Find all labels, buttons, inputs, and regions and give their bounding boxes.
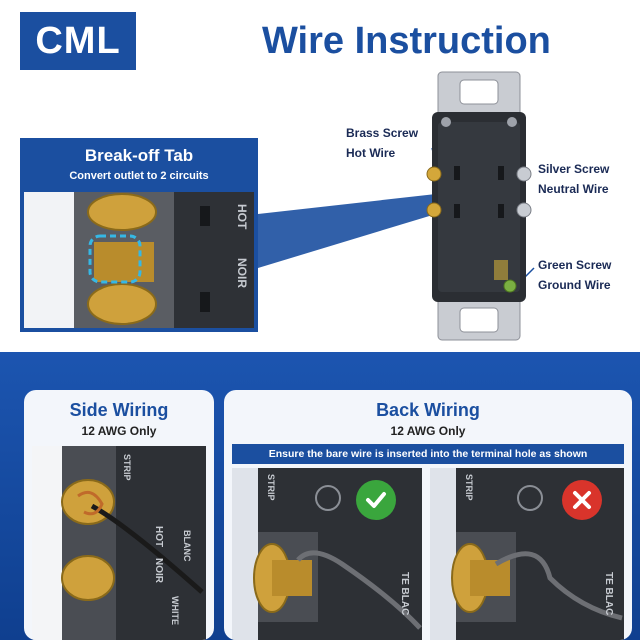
top-section: CML Wire Instruction B — [20, 12, 612, 341]
side-hot-label: HOT — [153, 526, 164, 547]
check-icon — [356, 480, 396, 520]
back-wiring-incorrect-photo: STRIP TE BLAC — [430, 468, 624, 640]
back-incorrect-strip-label: STRIP — [464, 474, 474, 501]
hot-wire-label: Hot Wire — [346, 146, 396, 160]
back-wiring-incorrect-closeup: STRIP TE BLAC — [430, 468, 624, 640]
back-wiring-subtitle: 12 AWG Only — [390, 424, 466, 438]
back-correct-strip-label: STRIP — [266, 474, 276, 501]
back-wiring-title: Back Wiring — [376, 400, 480, 420]
ground-wire-label: Ground Wire — [538, 278, 611, 292]
break-off-hot-label: HOT — [235, 204, 249, 230]
bottom-section: Side Wiring 12 AWG Only STRIP HOT NOIR W… — [0, 352, 640, 640]
back-incorrect-tebl-label: TE BLAC — [603, 572, 614, 615]
side-wiring-title: Side Wiring — [69, 400, 169, 420]
back-correct-tebl-label: TE BLAC — [399, 572, 410, 615]
green-screw-label: Green Screw — [538, 258, 612, 272]
side-blanc-label: BLANC — [182, 530, 192, 562]
side-strip-label: STRIP — [122, 454, 132, 481]
back-wiring-card: Back Wiring 12 AWG Only Ensure the bare … — [224, 390, 632, 640]
neutral-wire-label: Neutral Wire — [538, 182, 609, 196]
break-off-noir-label: NOIR — [235, 258, 249, 288]
silver-screw-label: Silver Screw — [538, 162, 610, 176]
brand-logo: CML — [20, 12, 136, 70]
page-title: Wire Instruction — [262, 20, 551, 62]
break-off-photo: HOT NOIR — [24, 192, 254, 328]
back-wiring-instruction: Ensure the bare wire is inserted into th… — [232, 444, 624, 464]
break-off-title: Break-off Tab — [84, 146, 194, 165]
side-white-label: WHITE — [170, 596, 180, 625]
side-wiring-closeup: STRIP HOT NOIR WHITE BLANC — [32, 446, 206, 640]
side-wiring-photo: STRIP HOT NOIR WHITE BLANC — [32, 446, 206, 640]
brass-screw-label: Brass Screw — [346, 126, 419, 140]
break-off-tab-panel: Break-off Tab Convert outlet to 2 circui… — [20, 138, 258, 332]
break-off-subtitle: Convert outlet to 2 circuits — [69, 170, 209, 182]
side-noir-label: NOIR — [153, 558, 164, 584]
outlet-illustration — [426, 71, 532, 341]
side-wiring-subtitle: 12 AWG Only — [81, 424, 157, 438]
cross-icon — [562, 480, 602, 520]
break-off-closeup: HOT NOIR — [24, 192, 254, 328]
back-wiring-correct-photo: STRIP TE BLAC — [232, 468, 422, 640]
side-wiring-card: Side Wiring 12 AWG Only STRIP HOT NOIR W… — [24, 390, 214, 640]
